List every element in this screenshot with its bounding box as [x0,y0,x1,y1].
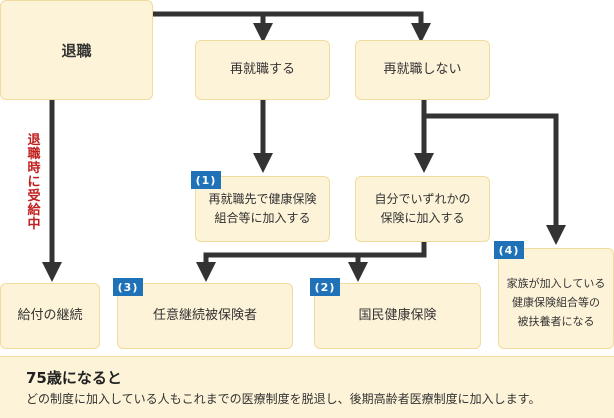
arrow-self-to-3 [196,242,427,282]
reemployed-label: 再就職する [229,61,295,77]
reemployer-insurance-label: 再就職先で健康保険 組合等に加入する [208,191,317,225]
age-75-note: 75歳になると どの制度に加入している人もこれまでの医療制度を脱退し、後期高齢者… [0,356,614,418]
badge-1: (1) [191,171,221,189]
arrow-retire-to-not-reemployed [263,11,431,43]
badge-4: (4) [494,241,524,259]
note-title: 75歳になると [26,369,122,387]
family-dependent-label: 家族が加入している 健康保険組合等の 被扶養者になる [506,277,606,328]
voluntary-continuation-box: 任意継続被保険者 [117,283,293,349]
self-join-box: 自分でいずれかの 保険に加入する [355,176,490,242]
reemployed-box: 再就職する [195,40,330,100]
note-body: どの制度に加入している人もこれまでの医療制度を脱退し、後期高齢者医療制度に加入し… [26,392,541,406]
badge-3: (3) [113,278,143,296]
self-join-label: 自分でいずれかの 保険に加入する [374,191,471,225]
arrow-retire-to-reemployed [153,11,273,43]
not-reemployed-label: 再就職しない [383,61,462,77]
retirement-label: 退職 [61,41,92,60]
arrow-not-reemployed-to-family [424,113,566,245]
reemployer-insurance-box: 再就職先で健康保険 組合等に加入する [195,176,330,242]
benefit-continuation-label: 給付の継続 [17,307,83,323]
voluntary-continuation-label: 任意継続被保険者 [152,307,257,323]
received-at-retirement-label: 退職時に受給中 [27,133,41,232]
national-health-box: 国民健康保険 [314,283,481,349]
family-dependent-box: 家族が加入している 健康保険組合等の 被扶養者になる [498,248,614,349]
retirement-box: 退職 [0,0,153,100]
not-reemployed-box: 再就職しない [355,40,490,100]
benefit-continuation-box: 給付の継続 [0,283,100,349]
badge-2: (2) [310,278,340,296]
national-health-label: 国民健康保険 [358,307,437,323]
